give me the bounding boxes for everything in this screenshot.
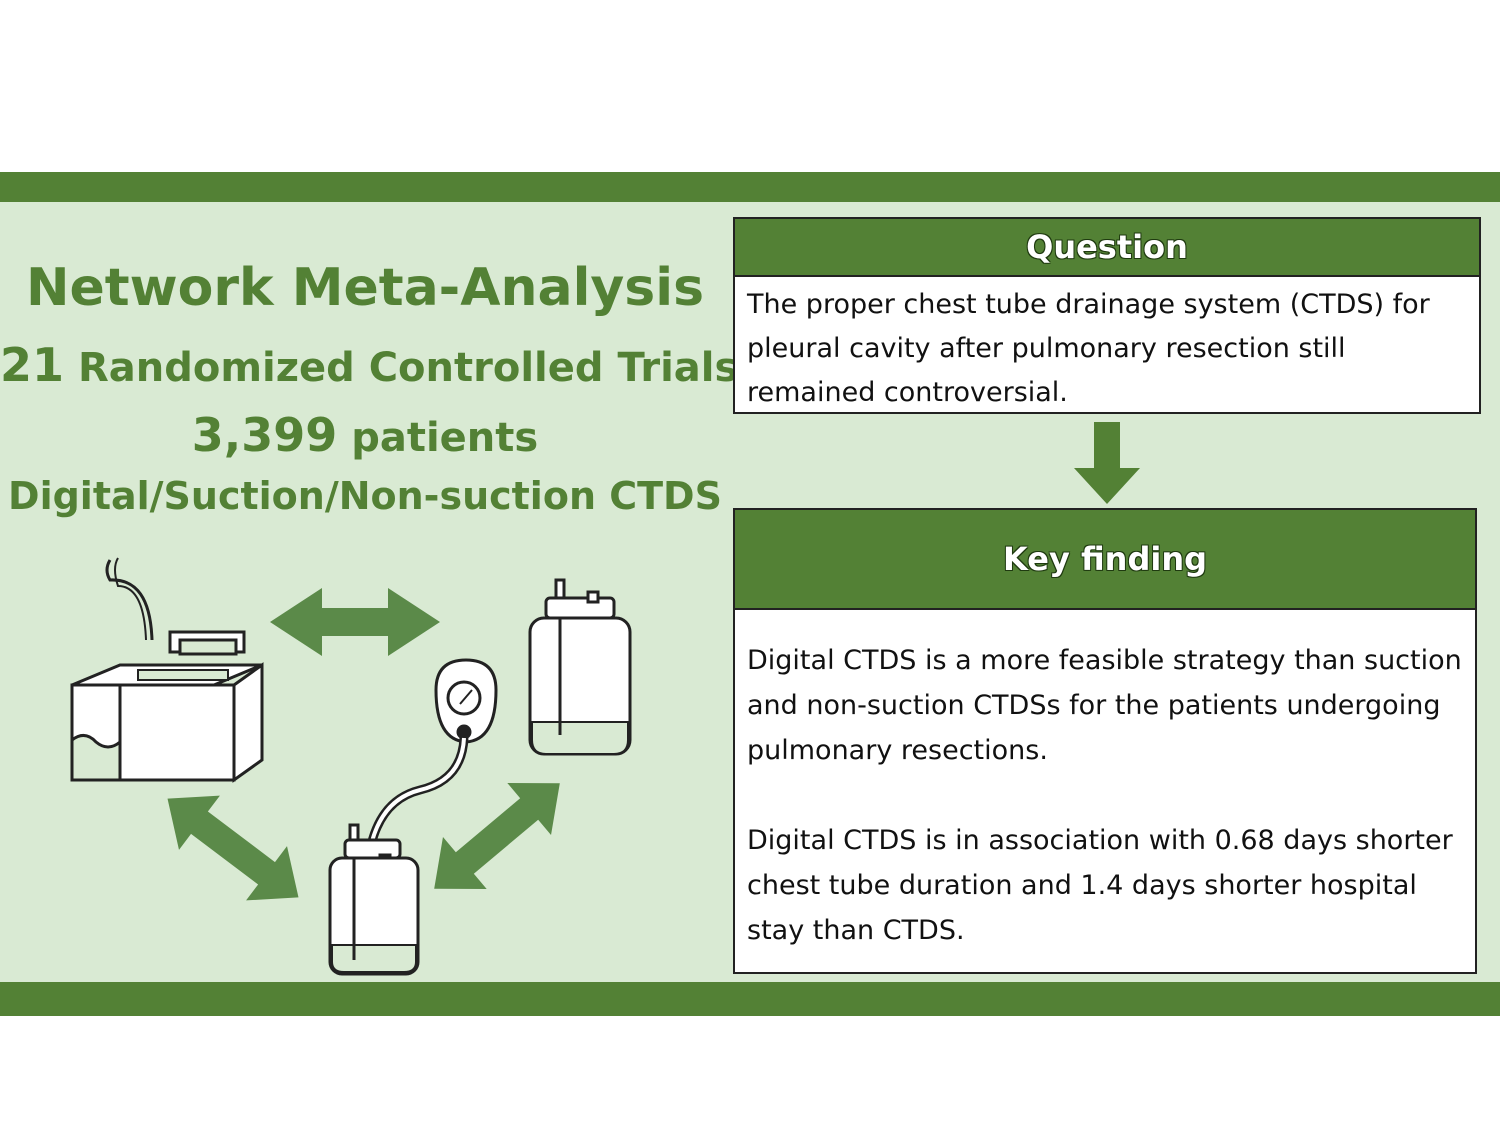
trials-label: Randomized Controlled Trials bbox=[77, 345, 739, 391]
key-finding-box: Key finding Digital CTDS is a more feasi… bbox=[733, 508, 1477, 974]
patients-count: 3,399 bbox=[191, 408, 338, 462]
question-text: The proper chest tube drainage system (C… bbox=[747, 289, 1430, 408]
double-arrow-icon bbox=[270, 588, 440, 656]
double-arrow-icon bbox=[434, 782, 560, 890]
digital-drainage-device-icon bbox=[70, 557, 264, 783]
suction-bottle-icon bbox=[528, 578, 632, 756]
main-title: Network Meta-Analysis bbox=[25, 258, 705, 318]
non-suction-bottle-icon bbox=[328, 658, 498, 976]
top-banner-bar bbox=[0, 172, 1500, 202]
network-illustration bbox=[70, 557, 632, 976]
finding-paragraph-1: Digital CTDS is a more feasible strategy… bbox=[747, 645, 1462, 766]
key-finding-header: Key finding bbox=[735, 510, 1475, 610]
trials-line: 21 Randomized Controlled Trials bbox=[0, 338, 738, 392]
finding-paragraph-2: Digital CTDS is in association with 0.68… bbox=[747, 825, 1453, 946]
down-arrow-icon bbox=[1074, 422, 1140, 504]
ctds-types: Digital/Suction/Non-suction CTDS bbox=[8, 474, 722, 518]
key-finding-body: Digital CTDS is a more feasible strategy… bbox=[735, 610, 1475, 953]
double-arrow-icon bbox=[167, 795, 299, 901]
patients-label: patients bbox=[351, 415, 539, 461]
trials-count: 21 bbox=[0, 338, 65, 392]
bottom-banner-bar bbox=[0, 982, 1500, 1016]
patients-line: 3,399 patients bbox=[0, 408, 730, 462]
question-header: Question bbox=[735, 219, 1479, 277]
question-box: Question The proper chest tube drainage … bbox=[733, 217, 1481, 414]
